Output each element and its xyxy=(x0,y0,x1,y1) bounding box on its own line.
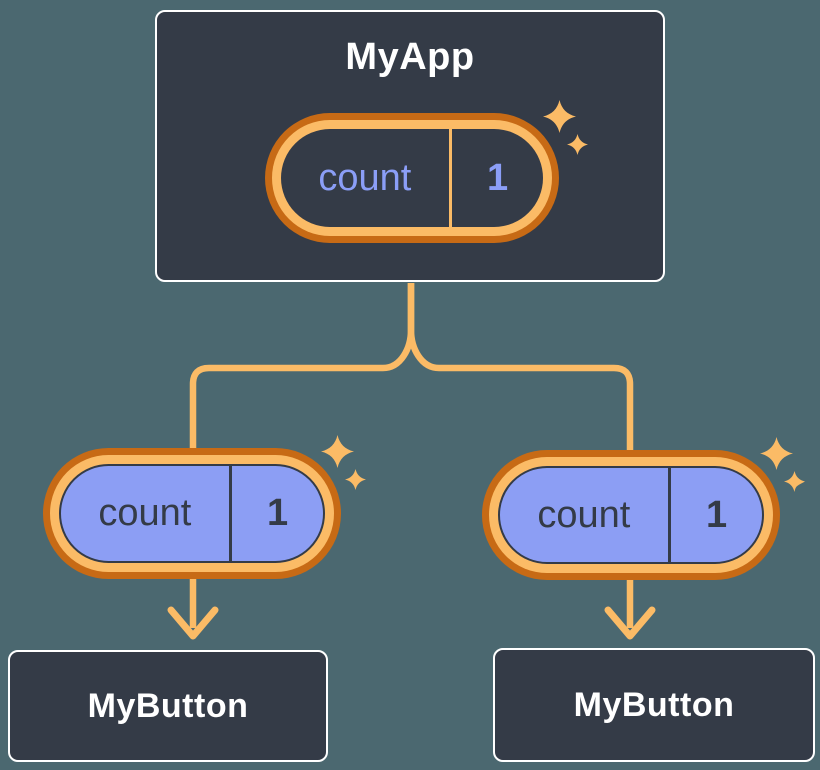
pill-label: count xyxy=(537,493,631,536)
pill-inner-ring: count 1 xyxy=(489,457,773,573)
arrow-left-head xyxy=(167,606,219,640)
sparkle-icon xyxy=(345,469,366,490)
sparkle-icon xyxy=(321,435,354,468)
pill-divider xyxy=(667,468,672,562)
pill-divider xyxy=(228,466,233,561)
prop-pill-right: count 1 xyxy=(482,437,805,580)
pill-divider xyxy=(448,129,453,227)
pill-inner-ring: count 1 xyxy=(272,120,552,236)
state-pill-myapp: count 1 xyxy=(265,100,588,243)
pill-value: 1 xyxy=(487,156,509,199)
connector-branch-right xyxy=(407,283,634,452)
component-card-mybutton-right: MyButton xyxy=(493,648,815,762)
pill-body: count 1 xyxy=(498,466,764,564)
sparkle-icon xyxy=(760,437,793,470)
pill-outer-ring: count 1 xyxy=(265,113,559,243)
pill-outer-ring: count 1 xyxy=(482,450,780,580)
pill-value: 1 xyxy=(267,492,289,534)
component-card-mybutton-left: MyButton xyxy=(8,650,328,762)
component-card-myapp: MyApp count 1 xyxy=(155,10,665,282)
sparkle-icon xyxy=(543,100,576,133)
arrow-right-head xyxy=(604,606,656,640)
pill-label: count xyxy=(98,492,192,534)
component-title: MyApp xyxy=(345,36,475,78)
sparkle-icon xyxy=(567,134,588,155)
pill-value: 1 xyxy=(706,493,728,536)
pill-inner-ring: count 1 xyxy=(50,455,334,572)
connector-branch-left xyxy=(189,283,415,450)
pill-outer-ring: count 1 xyxy=(43,448,341,579)
prop-pill-left: count 1 xyxy=(43,435,366,579)
pill-body: count 1 xyxy=(59,464,325,563)
sparkle-icon xyxy=(784,471,805,492)
pill-body: count 1 xyxy=(281,129,543,227)
pill-label: count xyxy=(318,156,412,199)
